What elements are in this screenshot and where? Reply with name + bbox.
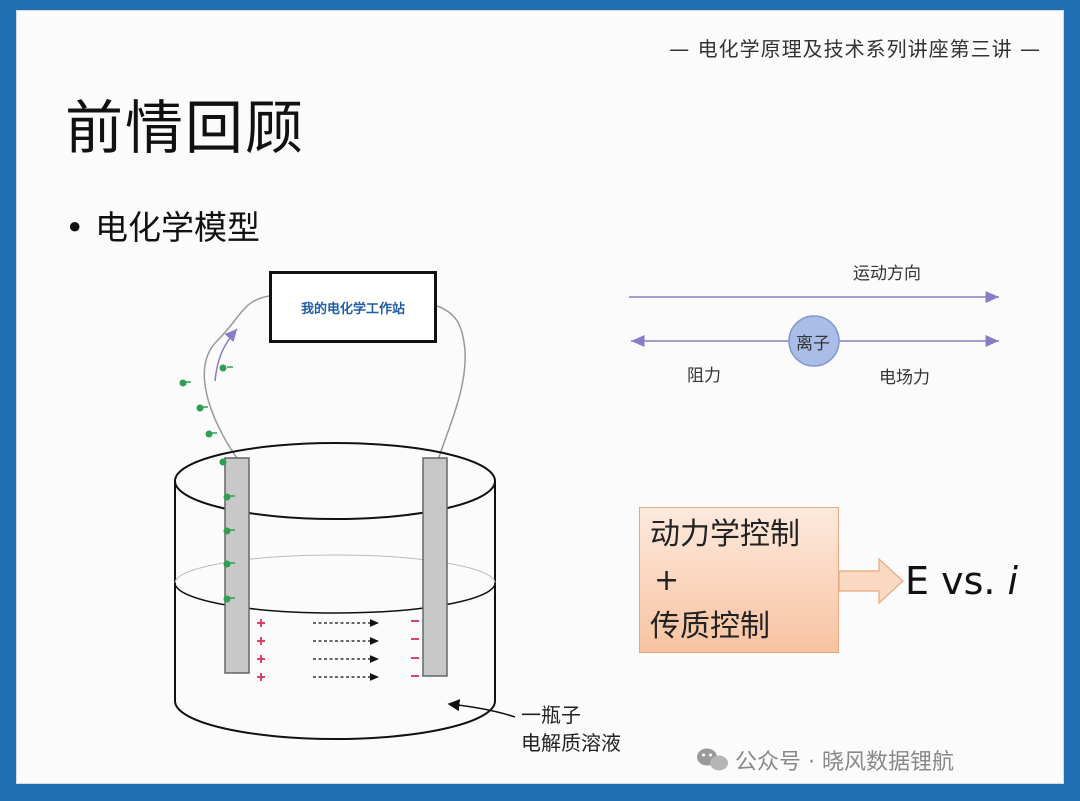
result-prefix: E vs.: [905, 559, 1008, 603]
bullet-item: • 电化学模型: [65, 201, 260, 249]
bottle-pointer: [447, 699, 516, 718]
bullet-dot: •: [65, 208, 85, 247]
slide: — 电化学原理及技术系列讲座第三讲 — 前情回顾 • 电化学模型: [16, 10, 1064, 784]
plus-text: +: [654, 563, 680, 598]
result-arrow: [838, 557, 904, 605]
right-electrode: [422, 457, 448, 677]
left-electrode: [224, 457, 250, 674]
ion-label: 离子: [796, 334, 830, 354]
result-text: E vs. i: [905, 559, 1018, 603]
left-wire: [203, 295, 270, 462]
watermark: 公众号 · 晓风数据锂航: [735, 750, 954, 775]
bottle-label-line1: 一瓶子: [521, 703, 581, 727]
bottle-bottom: [174, 700, 496, 740]
right-wire: [430, 303, 466, 464]
ion-circle: [788, 315, 840, 367]
bottle-label: 一瓶子 电解质溶液: [521, 701, 621, 757]
bottle: [174, 442, 496, 740]
result-variable: i: [1007, 559, 1019, 603]
diagram-canvas: [174, 291, 999, 771]
field-force-label: 电场力: [879, 368, 930, 388]
kinetic-control-text: 动力学控制: [650, 517, 800, 552]
wechat-icon: [697, 748, 728, 771]
control-box: 动力学控制 + 传质控制: [639, 507, 839, 653]
motion-direction-label: 运动方向: [853, 264, 921, 284]
mass-transfer-control-text: 传质控制: [650, 609, 770, 644]
gas-arrow: [214, 328, 238, 382]
liquid-surface: [174, 582, 496, 614]
bullet-text: 电化学模型: [95, 208, 260, 247]
bottle-label-line2: 电解质溶液: [521, 731, 621, 755]
resistance-label: 阻力: [687, 366, 721, 386]
positive-charges: [257, 619, 265, 681]
ion-flow-arrows: [313, 619, 379, 681]
bubble-dashes: [186, 366, 235, 599]
series-header: — 电化学原理及技术系列讲座第三讲 —: [669, 37, 1041, 61]
gas-bubbles: [179, 364, 231, 603]
negative-charges: [411, 620, 419, 677]
electrochemical-workstation: 我的电化学工作站: [269, 271, 437, 343]
page-title: 前情回顾: [65, 94, 306, 162]
